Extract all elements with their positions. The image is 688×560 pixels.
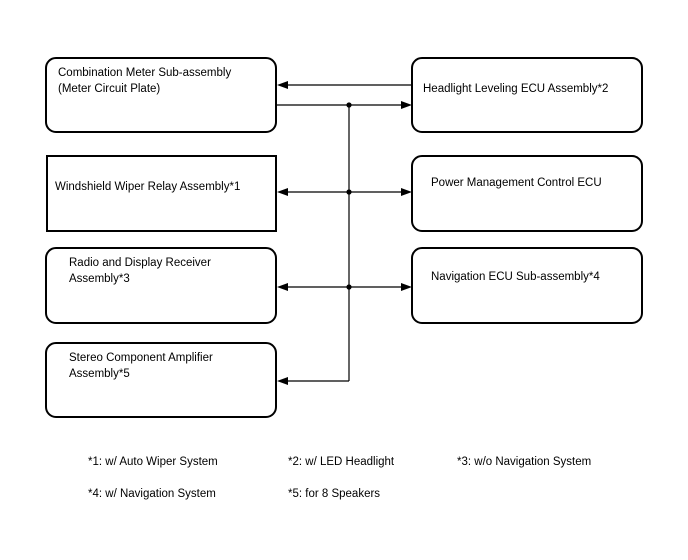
box-label: Power Management Control ECU bbox=[431, 177, 602, 189]
arrowhead-right-icon bbox=[401, 188, 412, 196]
box-radio-display-receiver: Radio and Display Receiver Assembly*3 bbox=[45, 247, 277, 324]
arrowhead-right-icon bbox=[401, 101, 412, 109]
box-label: Stereo Component Amplifier Assembly*5 bbox=[69, 352, 213, 380]
arrowhead-left-icon bbox=[277, 377, 288, 385]
connector-meter-to-headlight bbox=[277, 101, 412, 109]
box-label: Navigation ECU Sub-assembly*4 bbox=[431, 271, 600, 283]
arrowhead-right-icon bbox=[401, 283, 412, 291]
footnote-auto-wiper: *1: w/ Auto Wiper System bbox=[88, 456, 218, 468]
connector-wiper-power-bidirectional bbox=[277, 188, 412, 196]
box-label: Windshield Wiper Relay Assembly*1 bbox=[55, 181, 241, 193]
junction-dot bbox=[346, 284, 352, 290]
footnote-led-headlight: *2: w/ LED Headlight bbox=[288, 456, 395, 468]
arrowhead-left-icon bbox=[277, 188, 288, 196]
box-label: Combination Meter Sub-assembly (Meter Ci… bbox=[58, 67, 232, 95]
box-headlight-leveling-ecu: Headlight Leveling ECU Assembly*2 bbox=[411, 57, 643, 133]
box-stereo-amplifier: Stereo Component Amplifier Assembly*5 bbox=[45, 342, 277, 418]
connector-bus-to-amplifier bbox=[277, 377, 349, 385]
box-combination-meter: Combination Meter Sub-assembly (Meter Ci… bbox=[45, 57, 277, 133]
arrowhead-left-icon bbox=[277, 81, 288, 89]
footnote-wo-navigation: *3: w/o Navigation System bbox=[457, 456, 592, 468]
arrowhead-left-icon bbox=[277, 283, 288, 291]
box-label: Headlight Leveling ECU Assembly*2 bbox=[423, 83, 609, 95]
footnote-w-navigation: *4: w/ Navigation System bbox=[88, 488, 216, 500]
footnote-8-speakers: *5: for 8 Speakers bbox=[288, 488, 381, 500]
box-power-management-ecu: Power Management Control ECU bbox=[411, 155, 643, 232]
connector-radio-navigation-bidirectional bbox=[277, 283, 412, 291]
junction-dot bbox=[346, 189, 352, 195]
box-label: Radio and Display Receiver Assembly*3 bbox=[69, 257, 211, 285]
box-wiper-relay: Windshield Wiper Relay Assembly*1 bbox=[46, 155, 277, 232]
connector-headlight-to-meter bbox=[277, 81, 412, 89]
box-navigation-ecu: Navigation ECU Sub-assembly*4 bbox=[411, 247, 643, 324]
